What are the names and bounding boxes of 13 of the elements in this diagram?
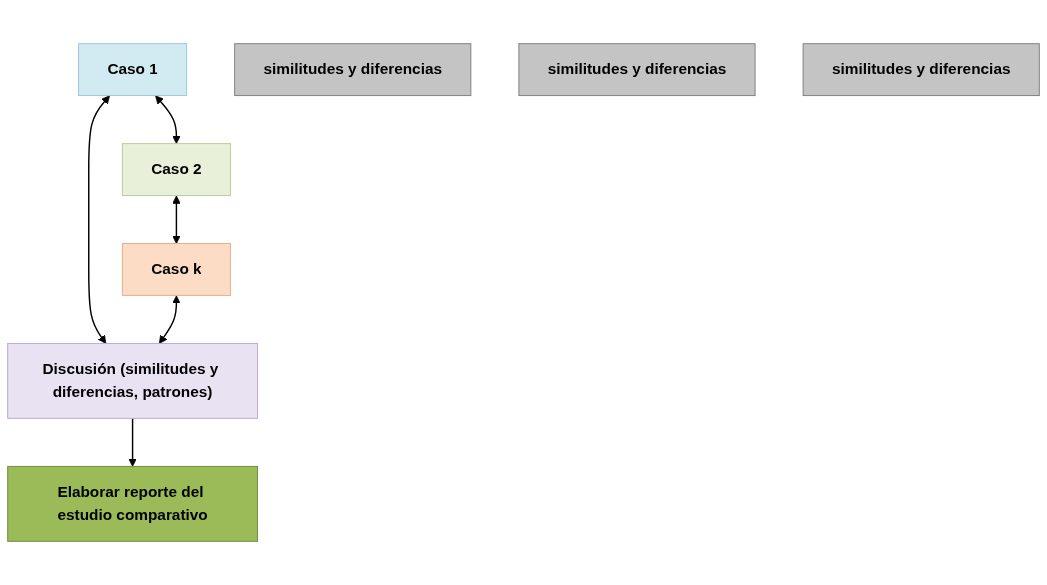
node-box: Caso 1: [78, 43, 188, 97]
arrow: [128, 417, 137, 467]
arrow: [172, 195, 181, 244]
node-box: similitudes y diferencias: [234, 43, 472, 97]
node-box: Discusión (similitudes y diferencias, patrones): [7, 342, 258, 419]
node-box: Caso 2: [121, 143, 231, 196]
node-box: similitudes y diferencias: [802, 43, 1040, 97]
node-box: similitudes y diferencias: [518, 43, 756, 97]
arrow: [88, 95, 110, 344]
arrow: [155, 95, 181, 144]
node-box: Elaborar reporte del estudio comparativo: [7, 465, 258, 542]
arrow: [158, 295, 181, 344]
node-box: Caso k: [121, 243, 231, 296]
